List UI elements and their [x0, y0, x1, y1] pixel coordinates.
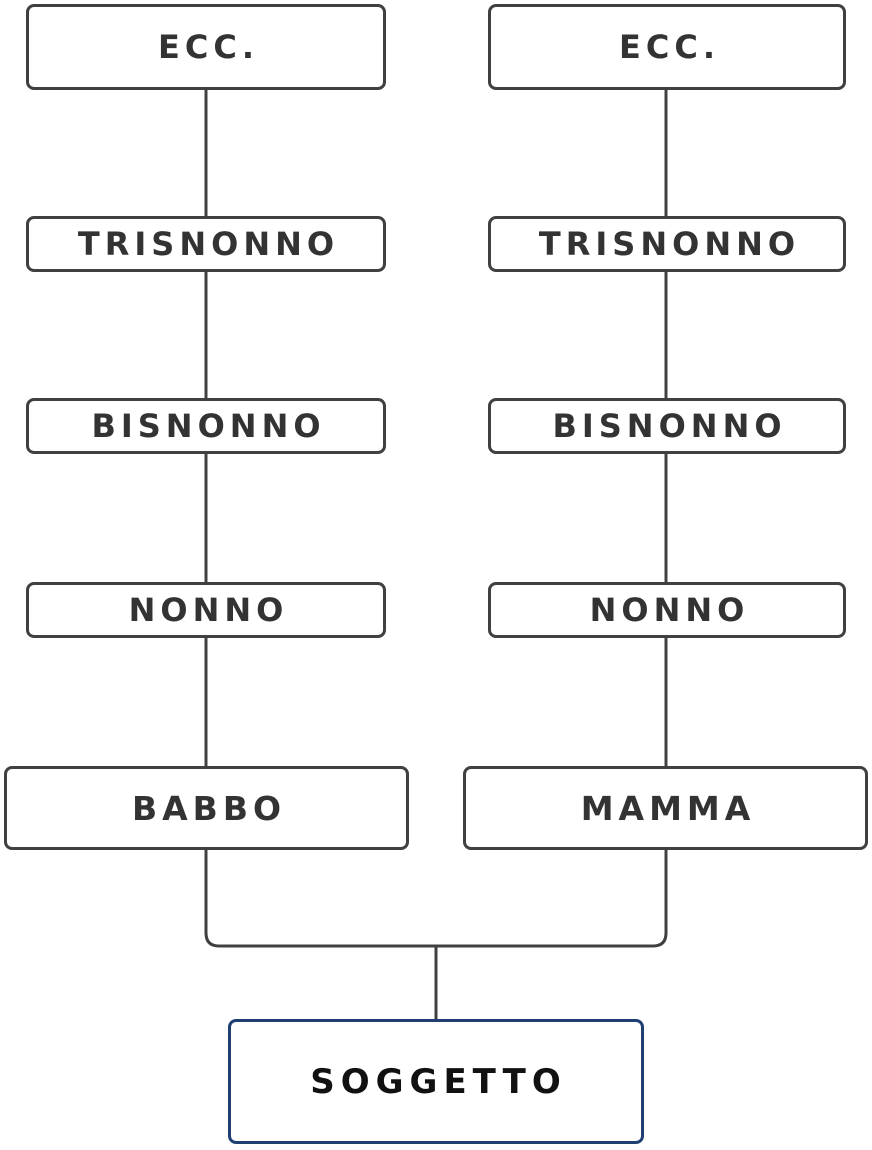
- node-label: TRISNONNO: [77, 225, 340, 263]
- node-maternal-ecc: ECC.: [488, 4, 846, 90]
- node-label: BISNONNO: [552, 407, 787, 445]
- node-label: ECC.: [619, 28, 720, 66]
- node-label: SOGGETTO: [310, 1061, 567, 1102]
- node-label: TRISNONNO: [538, 225, 801, 263]
- node-label: BISNONNO: [91, 407, 326, 445]
- node-maternal-bisnonno: BISNONNO: [488, 398, 846, 454]
- node-paternal-bisnonno: BISNONNO: [26, 398, 386, 454]
- node-babbo: BABBO: [4, 766, 409, 850]
- node-paternal-trisnonno: TRISNONNO: [26, 216, 386, 272]
- node-paternal-nonno: NONNO: [26, 582, 386, 638]
- node-paternal-ecc: ECC.: [26, 4, 386, 90]
- node-soggetto: SOGGETTO: [228, 1019, 644, 1144]
- node-mamma: MAMMA: [463, 766, 868, 850]
- node-maternal-trisnonno: TRISNONNO: [488, 216, 846, 272]
- node-label: BABBO: [131, 788, 287, 828]
- node-maternal-nonno: NONNO: [488, 582, 846, 638]
- node-label: NONNO: [589, 591, 750, 629]
- node-label: MAMMA: [580, 788, 756, 828]
- node-label: ECC.: [158, 28, 259, 66]
- node-label: NONNO: [128, 591, 289, 629]
- connector-parents-bracket: [204, 848, 668, 948]
